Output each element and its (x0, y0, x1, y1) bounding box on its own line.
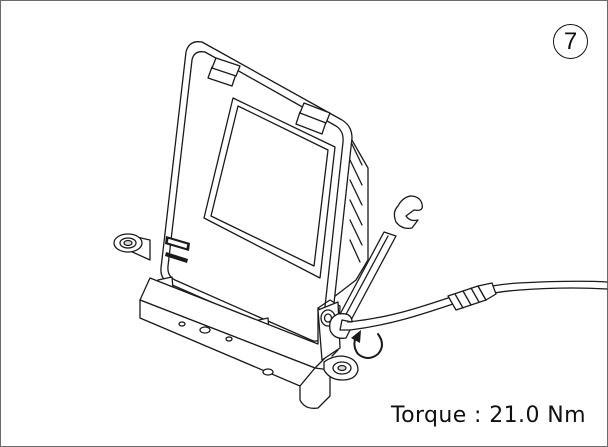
top-clip-right (295, 102, 331, 135)
lens-window (203, 97, 336, 279)
step-number: 7 (563, 27, 578, 55)
mounting-ear-left (113, 233, 143, 253)
cable-connector (447, 282, 497, 311)
mounting-ear-right (323, 355, 359, 381)
nameplate (165, 236, 190, 263)
top-clip-left (207, 57, 241, 87)
step-number-badge: 7 (553, 24, 588, 59)
rotation-arrow-icon (351, 330, 383, 359)
wrench (329, 195, 423, 339)
torque-label: Torque : 21.0 Nm (391, 403, 586, 428)
